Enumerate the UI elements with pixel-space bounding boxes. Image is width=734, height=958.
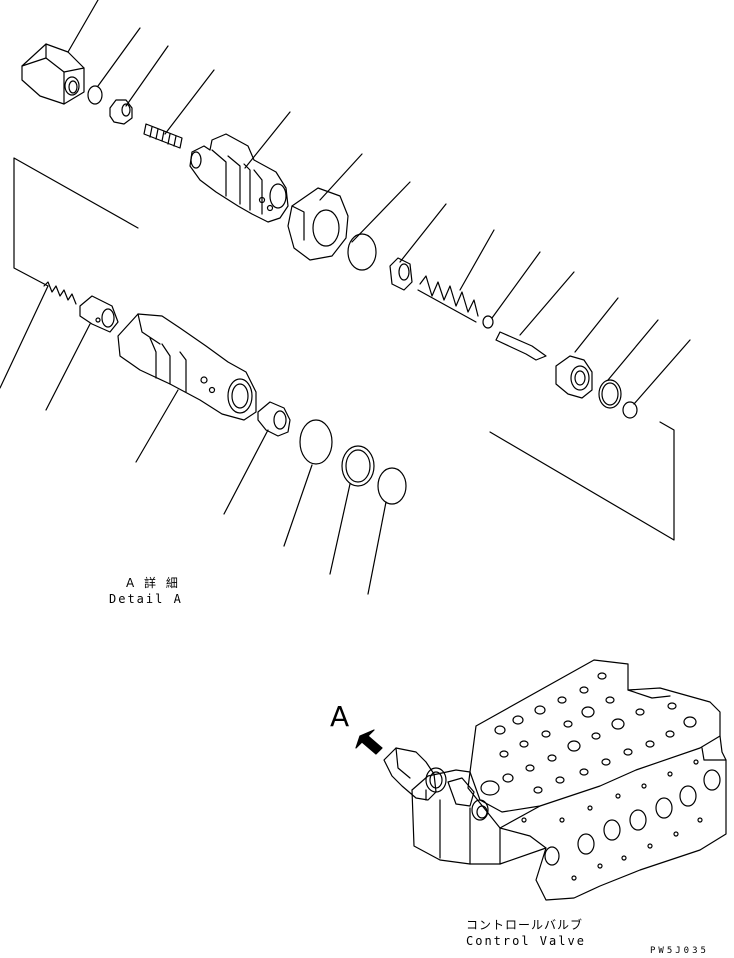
part-seat [258, 402, 290, 436]
part-sleeve-nut [22, 44, 84, 104]
control-valve-assembly [384, 660, 726, 900]
assembly-label-jp: コントロールバルブ [466, 918, 584, 932]
leader-lines-upper [68, 0, 690, 404]
view-arrow-label: A [330, 700, 350, 733]
part-spring-upper [418, 276, 478, 322]
assembly-label-en: Control Valve [466, 934, 586, 948]
part-oring-3 [623, 402, 637, 418]
part-lock-nut-large [288, 188, 348, 260]
drawing-code: PW5J035 [650, 946, 709, 956]
detail-frame [14, 158, 674, 540]
part-adjusting-screw [144, 124, 182, 148]
part-oring-2 [348, 234, 376, 270]
part-backup-ring-2 [342, 446, 374, 486]
part-oring-4 [300, 420, 332, 464]
part-oring-5 [378, 468, 406, 504]
part-spring-lower [44, 282, 76, 304]
part-small-sleeve [390, 258, 412, 290]
detail-label-jp: A 詳 細 [126, 576, 181, 590]
detail-label-en: Detail A [109, 592, 183, 606]
part-valve-body-lower [118, 314, 256, 420]
part-small-nut [110, 100, 132, 124]
part-ring-small [483, 316, 493, 328]
view-arrow-icon [356, 730, 382, 754]
part-valve-body-upper [190, 134, 288, 222]
part-oring-1 [88, 86, 102, 104]
leader-lines-lower [0, 286, 386, 594]
part-piston [80, 296, 118, 332]
part-backup-ring [599, 380, 621, 408]
part-poppet [496, 332, 546, 360]
part-plug [556, 356, 592, 398]
